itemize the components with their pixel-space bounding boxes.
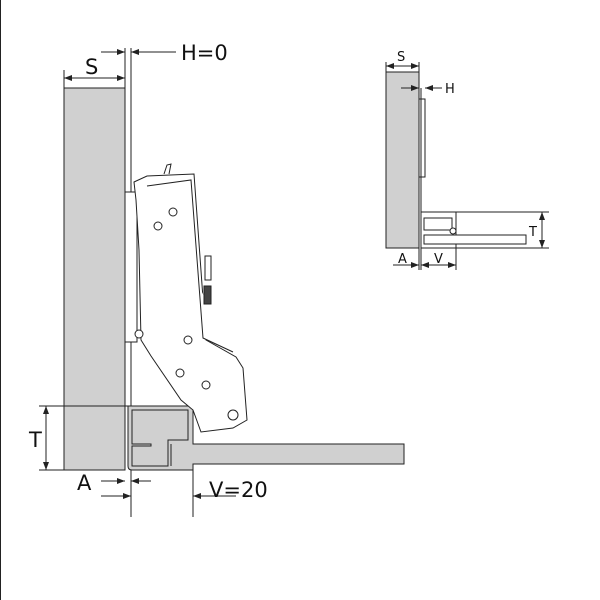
detail-a-label: A: [398, 252, 407, 267]
concealed-hinge: [124, 163, 248, 433]
main-s-label: S: [85, 55, 98, 79]
cabinet-side-panel: [63, 87, 126, 471]
detail-side-panel: [385, 71, 420, 249]
main-a-label: A: [77, 471, 92, 495]
main-v-label: V=20: [209, 478, 268, 502]
door-profile: [127, 405, 405, 471]
main-h-label: H=0: [181, 41, 228, 65]
detail-h-label: H: [445, 82, 455, 97]
main-t-label: T: [28, 428, 42, 452]
detail-t-label: T: [528, 225, 537, 240]
main-view: [39, 48, 405, 517]
detail-door: [423, 234, 527, 245]
mounting-plate: [418, 98, 426, 178]
detail-view: [385, 62, 549, 270]
detail-v-label: V: [434, 252, 443, 267]
detail-s-label: S: [397, 50, 405, 65]
